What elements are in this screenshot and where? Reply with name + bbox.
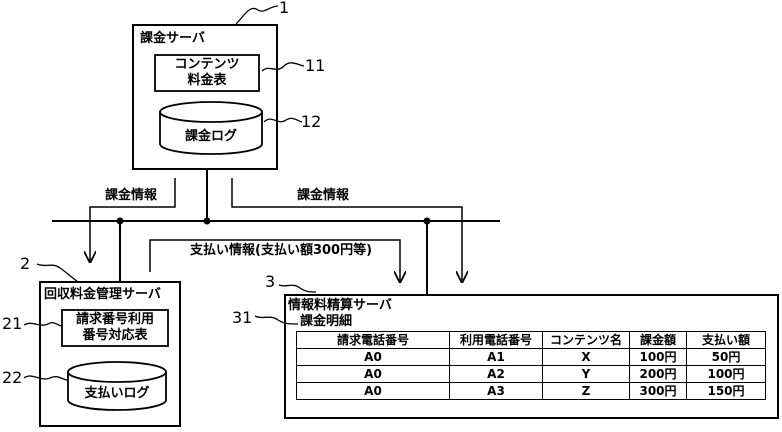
payment-log-cylinder xyxy=(67,361,167,411)
billing-info-arrow-left xyxy=(90,178,176,262)
table-cell: A0 xyxy=(296,382,450,400)
table-cell: 300円 xyxy=(629,382,687,400)
ref-number-table: 21 xyxy=(2,314,23,333)
billing-details-table: 請求電話番号 利用電話番号 コンテンツ名 課金額 支払い額 A0 A1 X 10… xyxy=(296,331,766,400)
table-cell: A3 xyxy=(449,382,543,400)
ref-billing-log: 12 xyxy=(301,112,322,131)
content-fee-table-box xyxy=(154,54,260,92)
ref-payment-log: 22 xyxy=(2,368,23,387)
table-cell: 200円 xyxy=(629,365,687,383)
header-payment: 支払い額 xyxy=(686,331,766,349)
header-charge: 課金額 xyxy=(629,331,687,349)
table-cell: 150円 xyxy=(686,382,766,400)
number-table-line2: 番号対応表 xyxy=(82,328,148,343)
table-cell: A0 xyxy=(296,348,450,366)
table-cell: 100円 xyxy=(629,348,687,366)
settlement-server-title: 情報料精算サーバ xyxy=(288,298,392,313)
payment-info-arrow xyxy=(149,239,400,282)
details-title: 課金明細 xyxy=(300,314,353,329)
table-cell: A0 xyxy=(296,365,450,383)
table-row: A0 A3 Z 300円 150円 xyxy=(296,382,766,400)
billing-info-label-right: 課金情報 xyxy=(297,188,350,203)
ref-settlement-server: 3 xyxy=(265,272,276,291)
payment-log-label: 支払いログ xyxy=(84,386,150,401)
table-cell: 50円 xyxy=(686,348,766,366)
content-fee-table-line1: コンテンツ xyxy=(174,57,240,72)
header-content-name: コンテンツ名 xyxy=(542,331,630,349)
table-cell: Z xyxy=(542,382,630,400)
billing-server-title: 課金サーバ xyxy=(140,31,205,46)
table-cell: A1 xyxy=(449,348,543,366)
header-billing-phone: 請求電話番号 xyxy=(296,331,450,349)
header-used-phone: 利用電話番号 xyxy=(449,331,543,349)
number-table-box xyxy=(61,309,169,347)
ref-billing-server: 1 xyxy=(279,0,290,17)
billing-log-cylinder xyxy=(159,101,263,155)
table-cell: X xyxy=(542,348,630,366)
table-cell: Y xyxy=(542,365,630,383)
table-cell: A2 xyxy=(449,365,543,383)
table-row: A0 A1 X 100円 50円 xyxy=(296,348,766,366)
billing-info-arrow-right xyxy=(231,178,462,282)
table-row: A0 A2 Y 200円 100円 xyxy=(296,365,766,383)
ref-content-fee-table: 11 xyxy=(305,56,326,75)
billing-log-label: 課金ログ xyxy=(184,129,237,144)
payment-info-label: 支払い情報(支払い額300円等) xyxy=(190,243,373,258)
table-header-row: 請求電話番号 利用電話番号 コンテンツ名 課金額 支払い額 xyxy=(296,331,766,349)
ref-details: 31 xyxy=(232,308,253,327)
content-fee-table-line2: 料金表 xyxy=(187,73,227,88)
billing-info-label-left: 課金情報 xyxy=(105,188,158,203)
ref-collection-server: 2 xyxy=(20,254,31,273)
number-table-line1: 請求番号利用 xyxy=(75,312,154,327)
table-cell: 100円 xyxy=(686,365,766,383)
collection-server-title: 回収料金管理サーバ xyxy=(44,287,161,302)
